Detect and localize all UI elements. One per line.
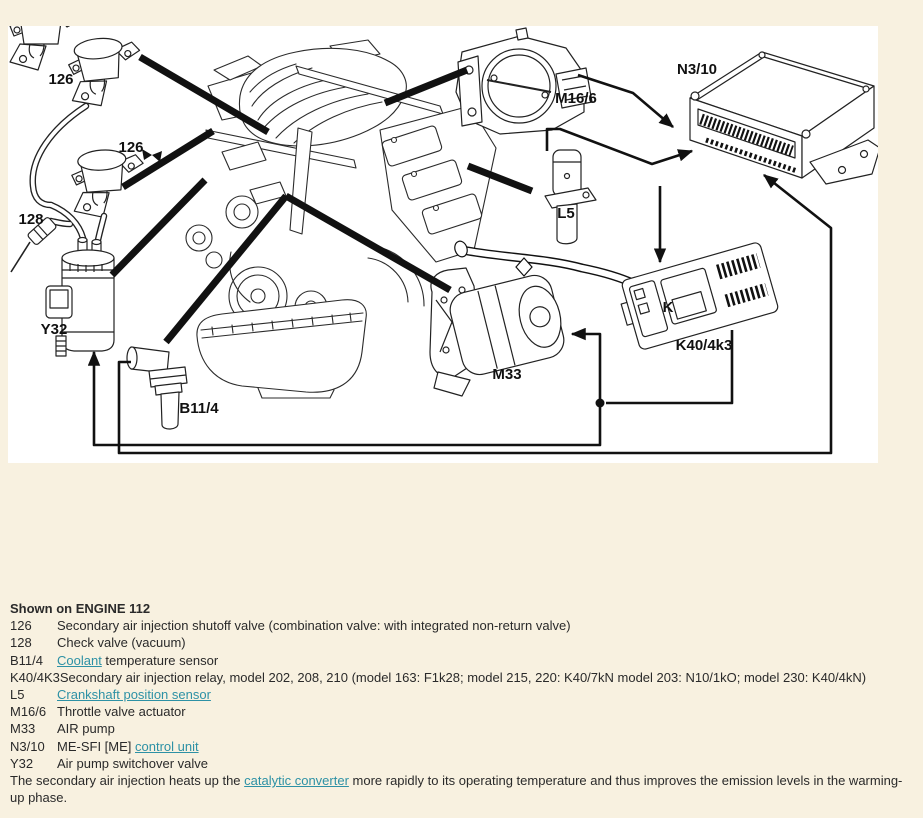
component-k40-relay [620, 242, 779, 350]
legend-row: 126 Secondary air injection shutoff valve… [10, 617, 913, 634]
legend-title: Shown on ENGINE 112 [10, 601, 151, 616]
link-coolant[interactable]: Coolant [57, 652, 102, 668]
component-m16-6-throttle [455, 27, 593, 135]
component-y32-valve [45, 236, 115, 357]
link-crankshaft-position-sensor[interactable]: Crankshaft position sensor [57, 687, 211, 703]
wire-m16-6-to-n3-10 [577, 73, 674, 128]
component-l5-sensor [544, 149, 597, 245]
diagram-label-m33: M33 [492, 366, 521, 383]
wire-k40-branch [606, 330, 734, 405]
diagram-label-b11-4: B11/4 [179, 400, 219, 417]
link-control-unit[interactable]: control unit [135, 738, 199, 754]
legend-desc: Air pump switchover valve [57, 755, 913, 772]
diagram-label-m16-6: M16/6 [555, 90, 597, 107]
legend-code: K40/4K3 [10, 669, 60, 685]
legend-row: M16/6 Throttle valve actuator [10, 703, 913, 720]
legend-desc: AIR pump [57, 720, 913, 737]
diagram-label-n3-10: N3/10 [677, 61, 717, 78]
location-pointers [109, 53, 534, 345]
legend-desc: Secondary air injection shutoff valve (c… [57, 617, 913, 634]
legend-text: temperature sensor [101, 652, 219, 668]
legend-code: B11/4 [10, 652, 44, 668]
legend-text: Secondary air injection shutoff valve (c… [57, 618, 571, 634]
diagram-label-relay-k: K [663, 299, 674, 316]
wire-l5-to-n3-10 [545, 127, 694, 166]
component-128-check-valve [10, 217, 57, 273]
cut-marker-icon [142, 149, 162, 162]
legend-row: Y32 Air pump switchover valve [10, 755, 913, 772]
legend-code: L5 [10, 687, 25, 703]
diagram-label-y32: Y32 [41, 321, 68, 338]
legend-code: 128 [10, 635, 32, 651]
legend-text: The secondary air injection heats up the [10, 773, 245, 789]
legend-desc: Coolant temperature sensor [57, 652, 913, 669]
legend-text: Secondary air injection relay, model 202… [59, 669, 867, 685]
legend-footer: The secondary air injection heats up the… [10, 772, 913, 806]
legend-code: 126 [10, 618, 32, 634]
wire-junction-dot [595, 398, 605, 408]
legend-text: Throttle valve actuator [57, 704, 186, 720]
legend-row: L5 Crankshaft position sensor [10, 686, 913, 703]
legend-desc: Check valve (vacuum) [57, 634, 913, 651]
legend-row: N3/10 ME-SFI [ME] control unit [10, 738, 913, 755]
link-catalytic-converter[interactable]: catalytic converter [244, 773, 349, 789]
legend-text: more rapidly to its operating temperatur… [10, 773, 903, 806]
legend-text: ME-SFI [ME] [57, 738, 135, 754]
legend-row: M33 AIR pump [10, 720, 913, 737]
legend-desc: Secondary air injection relay, model 202… [60, 669, 913, 686]
signal-wires [87, 73, 833, 455]
component-126-valve [9, 26, 71, 71]
legend-code: M16/6 [10, 704, 47, 720]
legend-code: M33 [10, 721, 36, 737]
diagram-label-k40-4k3: K40/4k3 [676, 337, 733, 354]
legend-code: N3/10 [10, 738, 45, 754]
legend-text: Air pump switchover valve [57, 755, 208, 771]
legend-desc: ME-SFI [ME] control unit [57, 738, 913, 755]
legend-desc: Throttle valve actuator [57, 703, 913, 720]
legend-row: 128 Check valve (vacuum) [10, 634, 913, 651]
diagram-label-l5: L5 [557, 205, 575, 222]
vacuum-hoses [29, 102, 108, 256]
diagram-label-128: 128 [18, 211, 43, 228]
legend-row: B11/4 Coolant temperature sensor [10, 652, 913, 669]
component-n3-10-ecu [689, 51, 878, 185]
wire-k40-to-m33-and-y32 [87, 327, 602, 447]
legend-rows: 126 Secondary air injection shutoff valve… [10, 617, 913, 772]
legend-desc: Crankshaft position sensor [57, 686, 913, 703]
diagram-label-126-top: 126 [48, 71, 73, 88]
legend-text: Check valve (vacuum) [57, 635, 186, 651]
diagram-label-126-mid: 126 [118, 139, 143, 156]
component-b11-4-sensor [126, 346, 188, 430]
legend-text: AIR pump [57, 721, 115, 737]
legend-code: Y32 [10, 755, 34, 771]
